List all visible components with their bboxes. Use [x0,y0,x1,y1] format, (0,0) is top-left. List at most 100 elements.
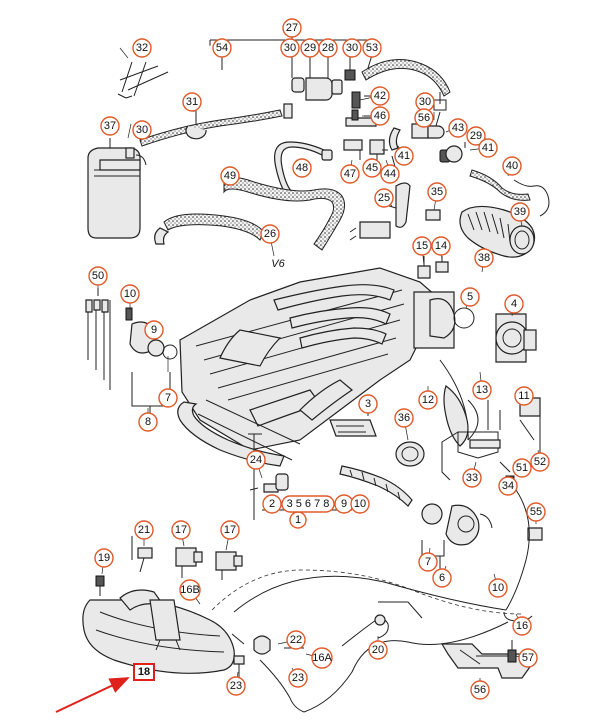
svg-text:24: 24 [250,454,262,466]
callout-12: 12 [418,390,438,410]
svg-text:25: 25 [378,192,390,204]
callout-25: 25 [374,188,394,208]
callout-14: 14 [431,236,451,256]
svg-text:10: 10 [354,498,366,510]
engine-mark-text: V6 [271,258,285,270]
callout-16B: 16B [179,579,201,601]
svg-text:30: 30 [419,96,431,108]
svg-text:23: 23 [292,672,304,684]
svg-text:52: 52 [534,456,546,468]
svg-text:39: 39 [514,206,526,218]
svg-text:30: 30 [284,42,296,54]
callout-15: 15 [412,236,432,256]
svg-text:50: 50 [92,270,104,282]
callout-group-3-5-6-7-8: 3 5 6 7 8 [281,495,335,513]
svg-text:1: 1 [295,514,301,526]
callout-9: 9 [144,320,164,340]
svg-text:15: 15 [416,240,428,252]
svg-text:43: 43 [452,122,464,134]
svg-text:8: 8 [145,416,151,428]
callout-10: 10 [488,578,508,598]
callout-56: 56 [470,680,490,700]
callout-21: 21 [134,520,154,540]
svg-text:38: 38 [478,252,490,264]
svg-text:28: 28 [322,42,334,54]
svg-text:30: 30 [346,42,358,54]
red-pointer-arrow [55,677,130,713]
svg-text:56: 56 [418,112,430,124]
callout-24: 24 [246,450,266,470]
callout-26: 26 [260,224,280,244]
callout-9: 9 [334,494,354,514]
svg-text:4: 4 [511,298,517,310]
svg-text:27: 27 [286,22,298,34]
svg-text:22: 22 [290,634,302,646]
svg-text:2: 2 [269,498,275,510]
svg-text:17: 17 [175,524,187,536]
svg-text:34: 34 [502,480,514,492]
callout-56: 56 [414,108,434,128]
svg-text:35: 35 [431,186,443,198]
callout-36: 36 [394,408,414,428]
svg-text:20: 20 [372,644,384,656]
callout-31: 31 [182,92,202,112]
callout-30: 30 [415,92,435,112]
callout-38: 38 [474,248,494,268]
svg-text:3: 3 [365,398,371,410]
callout-42: 42 [370,86,390,106]
svg-text:36: 36 [398,412,410,424]
svg-text:53: 53 [366,42,378,54]
callout-8: 8 [138,412,158,432]
highlighted-part-label: 18 [138,666,150,678]
svg-text:14: 14 [435,240,447,252]
svg-text:40: 40 [506,160,518,172]
callout-27: 27 [282,18,302,38]
svg-text:23: 23 [230,680,242,692]
callout-45: 45 [362,158,382,178]
svg-text:16B: 16B [180,584,200,596]
callout-50: 50 [88,266,108,286]
svg-text:48: 48 [296,162,308,174]
callout-37: 37 [100,116,120,136]
svg-text:9: 9 [341,498,347,510]
svg-text:10: 10 [124,288,136,300]
callout-55: 55 [526,502,546,522]
callout-19: 19 [94,548,114,568]
svg-text:19: 19 [98,552,110,564]
callout-39: 39 [510,202,530,222]
callout-30: 30 [132,120,152,140]
callout-16: 16 [512,616,532,636]
svg-text:55: 55 [530,506,542,518]
svg-text:7: 7 [165,392,171,404]
callout-17: 17 [171,520,191,540]
callout-46: 46 [370,106,390,126]
callout-7: 7 [418,552,438,572]
svg-text:51: 51 [516,462,528,474]
svg-text:11: 11 [518,390,529,402]
svg-text:26: 26 [264,228,276,240]
callout-1: 1 [289,511,307,529]
callout-6: 6 [432,568,452,588]
callout-52: 52 [530,452,550,472]
svg-text:6: 6 [439,572,445,584]
svg-text:41: 41 [398,150,410,162]
svg-text:46: 46 [374,110,386,122]
callout-48: 48 [292,158,312,178]
svg-text:29: 29 [304,42,316,54]
callout-7: 7 [158,388,178,408]
parts-artwork: V6 [82,32,550,713]
callout-16A: 16A [311,647,333,669]
svg-text:37: 37 [104,120,116,132]
svg-text:57: 57 [522,652,534,664]
callout-29: 29 [300,38,320,58]
callout-40: 40 [502,156,522,176]
svg-text:9: 9 [151,324,157,336]
svg-text:29: 29 [470,130,482,142]
callout-10: 10 [120,284,140,304]
svg-text:16A: 16A [312,652,332,664]
callout-5: 5 [460,287,480,307]
svg-text:42: 42 [374,90,386,102]
svg-text:56: 56 [474,684,486,696]
callout-2: 2 [262,494,282,514]
